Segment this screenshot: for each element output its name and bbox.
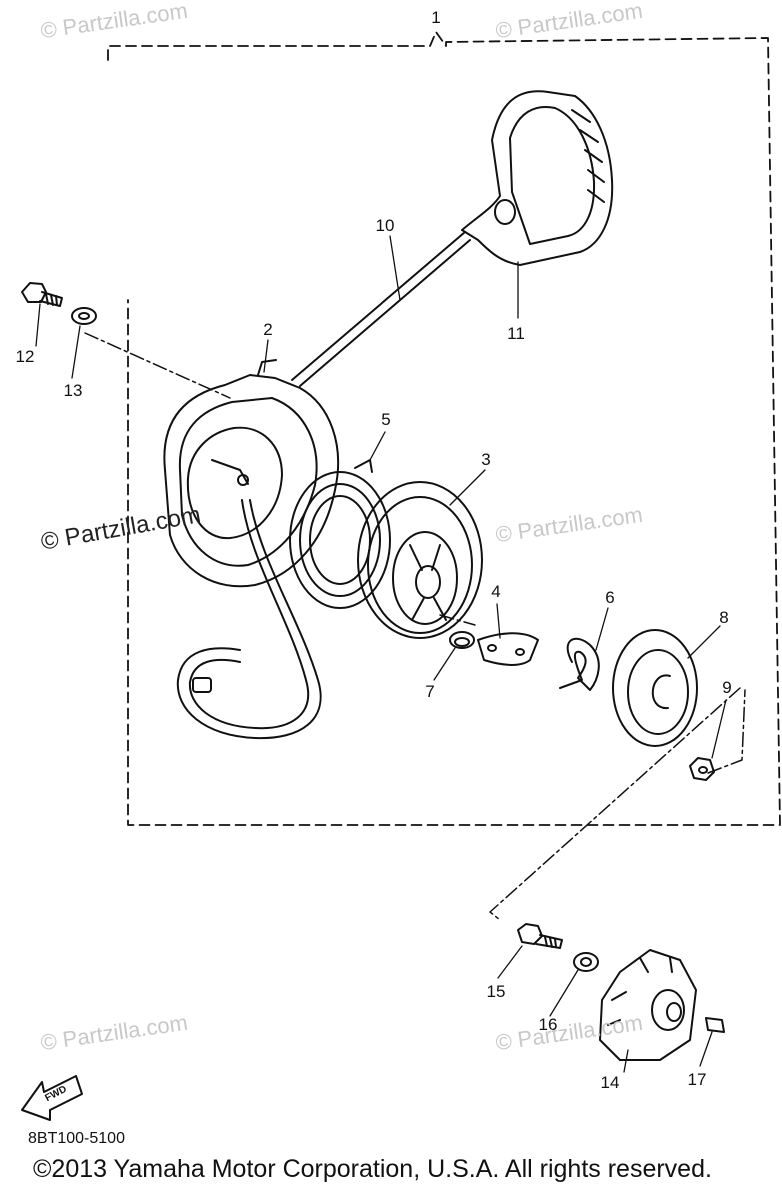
callout-8: 8: [719, 608, 729, 627]
part-10-rope: [291, 231, 471, 387]
part-17-key: [705, 1017, 725, 1033]
callout-6: 6: [605, 588, 615, 607]
callout-leaders: [35, 235, 727, 1073]
callout-4: 4: [491, 582, 501, 601]
callout-14: 14: [600, 1073, 620, 1092]
callout-12: 12: [15, 347, 35, 366]
part-7-spring: [449, 631, 475, 649]
drawing-code: 8BT100-5100: [28, 1130, 125, 1147]
callout-2: 2: [263, 320, 273, 339]
callout-16: 16: [538, 1015, 558, 1034]
callout-11: 11: [507, 324, 525, 343]
callout-10: 10: [375, 216, 395, 235]
part-6-spring-clip: [559, 637, 600, 691]
callout-7: 7: [425, 682, 435, 701]
part-12-bolt: [21, 282, 63, 307]
assembly-bracket: [107, 31, 781, 826]
callout-1: 1: [431, 8, 441, 27]
part-8-drive-plate: [612, 629, 698, 747]
callout-17: 17: [687, 1070, 707, 1089]
callout-13: 13: [63, 381, 83, 400]
part-15-bolt: [517, 923, 563, 949]
part-13-washer: [71, 307, 97, 325]
fwd-arrow-icon: [21, 1075, 83, 1121]
starter-rope-loop: [176, 499, 322, 740]
part-3-pulley: [357, 481, 483, 639]
copyright-notice: ©2013 Yamaha Motor Corporation, U.S.A. A…: [33, 1155, 712, 1183]
part-5-spring: [289, 459, 391, 609]
part-16-washer: [573, 952, 599, 972]
leader-lines: [84, 332, 746, 921]
callout-3: 3: [481, 450, 491, 469]
callout-5: 5: [381, 410, 391, 429]
part-9-nut: [689, 757, 715, 781]
part-11-handle: [461, 90, 614, 266]
callout-9: 9: [722, 678, 732, 697]
part-14-drive-pulley: [599, 949, 697, 1061]
callout-15: 15: [486, 982, 506, 1001]
part-4-pawl: [477, 632, 539, 666]
